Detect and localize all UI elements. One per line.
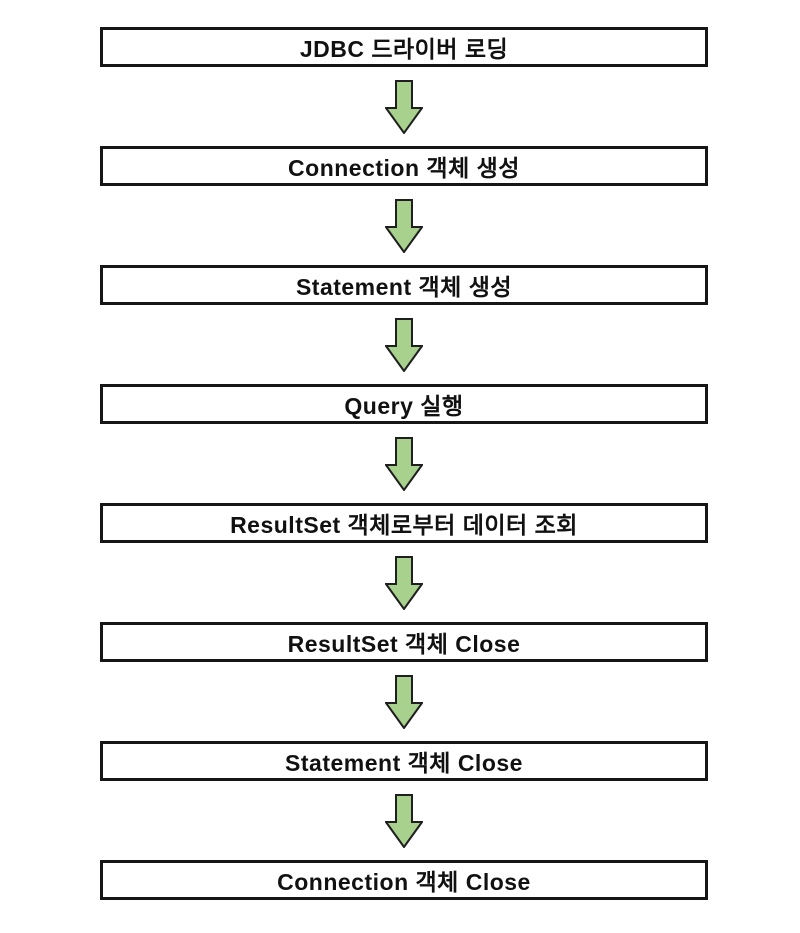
arrow-gap [385, 67, 423, 146]
arrow-gap [385, 662, 423, 741]
down-arrow-icon [385, 436, 423, 491]
flow-step-label: ResultSet 객체로부터 데이터 조회 [230, 512, 578, 538]
down-arrow-icon [385, 317, 423, 372]
flow-step-connection-close: Connection 객체 Close [100, 860, 708, 900]
flow-step-resultset-close: ResultSet 객체 Close [100, 622, 708, 662]
flow-step-label: JDBC 드라이버 로딩 [299, 36, 509, 62]
flow-step-label: Connection 객체 Close [277, 869, 531, 895]
down-arrow-icon [385, 555, 423, 610]
flow-step-label: Connection 객체 생성 [288, 155, 520, 181]
flow-step-statement-create: Statement 객체 생성 [100, 265, 708, 305]
arrow-gap [385, 186, 423, 265]
down-arrow-icon [385, 793, 423, 848]
flow-step-query-execute: Query 실행 [100, 384, 708, 424]
down-arrow-icon [385, 198, 423, 253]
arrow-gap [385, 305, 423, 384]
flow-step-resultset-fetch: ResultSet 객체로부터 데이터 조회 [100, 503, 708, 543]
flow-step-label: Statement 객체 생성 [295, 274, 513, 300]
flow-step-jdbc-driver-loading: JDBC 드라이버 로딩 [100, 27, 708, 67]
down-arrow-icon [385, 79, 423, 134]
flow-step-statement-close: Statement 객체 Close [100, 741, 708, 781]
jdbc-flowchart: JDBC 드라이버 로딩 Connection 객체 생성 Statement … [100, 27, 708, 900]
arrow-gap [385, 543, 423, 622]
arrow-gap [385, 424, 423, 503]
flow-step-label: ResultSet 객체 Close [287, 631, 521, 657]
down-arrow-icon [385, 674, 423, 729]
flow-step-label: Query 실행 [344, 393, 464, 419]
flow-step-connection-create: Connection 객체 생성 [100, 146, 708, 186]
arrow-gap [385, 781, 423, 860]
flow-step-label: Statement 객체 Close [285, 750, 523, 776]
